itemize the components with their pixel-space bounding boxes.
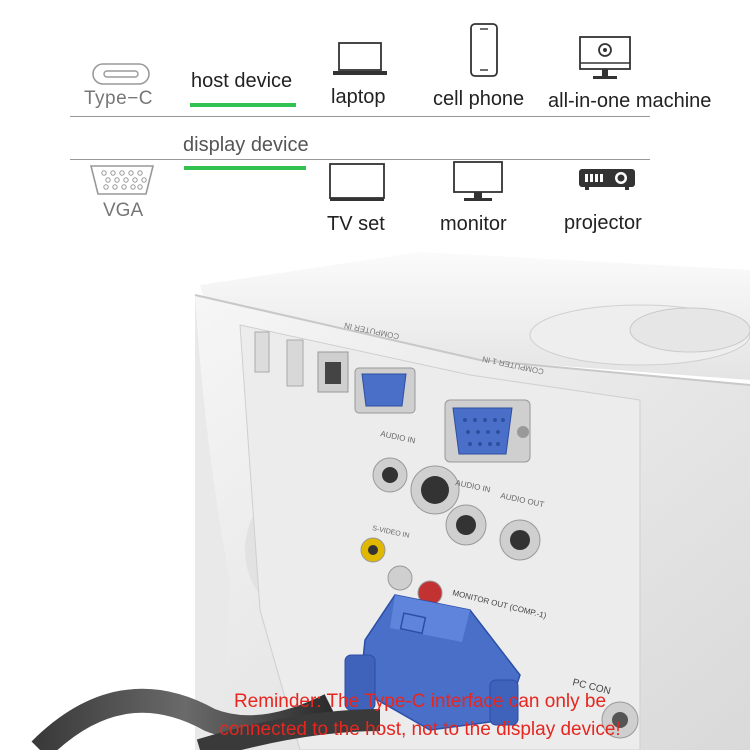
display-device-label: display device (183, 134, 309, 156)
laptop-label: laptop (331, 86, 386, 108)
usb-c-port-icon (92, 63, 150, 85)
cable-lower (196, 709, 381, 750)
all-in-one-icon (579, 36, 631, 79)
vga-label: VGA (103, 200, 144, 221)
phone-icon (470, 23, 498, 77)
display-device-underline (184, 166, 306, 170)
type-c-label: Type−C (84, 88, 154, 109)
cell-phone-label: cell phone (433, 88, 525, 110)
projector-photo: AUDIO IN AUDIO IN AUDIO OUT S-VIDEO IN C… (0, 250, 750, 750)
host-device-label: host device (191, 70, 293, 92)
monitor-label: monitor (440, 213, 507, 235)
vga-port-icon (89, 165, 155, 195)
tv-set-label: TV set (327, 213, 385, 235)
host-device-underline (190, 103, 296, 107)
tv-icon (329, 163, 385, 201)
monitor-icon (453, 161, 503, 201)
compatibility-panel: Type−C host device laptop cell phone all… (0, 0, 750, 250)
all-in-one-label: all-in-one machine (548, 90, 712, 112)
divider-display (70, 159, 650, 160)
divider-host (70, 116, 650, 117)
projector-icon (579, 169, 635, 190)
reminder-note: Reminder: The Type-C interface can only … (100, 688, 740, 744)
laptop-icon (333, 42, 387, 75)
projector-label: projector (564, 212, 642, 234)
reminder-line-2: connected to the host, not to the displa… (219, 719, 621, 740)
reminder-line-1: Reminder: The Type-C interface can only … (233, 691, 607, 712)
